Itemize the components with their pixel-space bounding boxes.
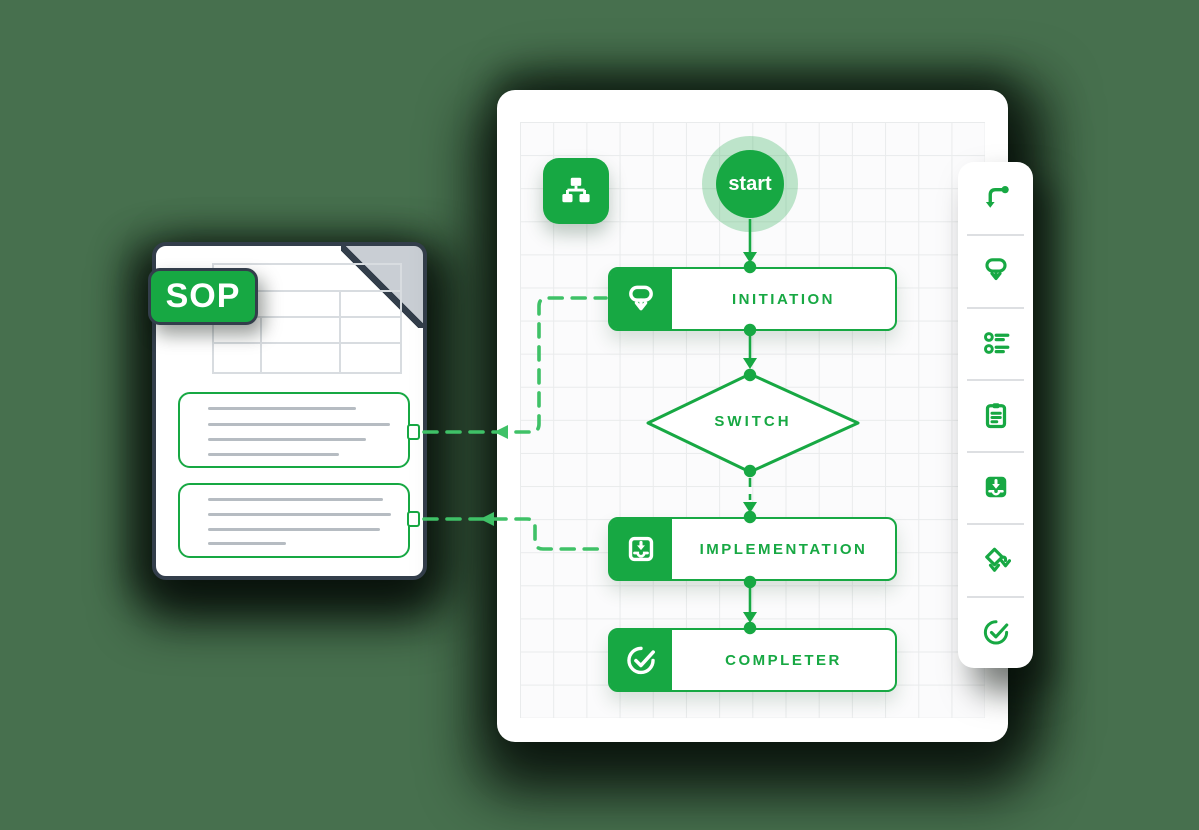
text-line [208,453,339,456]
sitemap-icon [562,177,590,203]
start-node[interactable]: start [716,150,784,218]
excerpt-block-1 [178,392,420,468]
node-initiation[interactable]: INITIATION [608,267,897,331]
box-arrow-down-icon [985,477,1006,498]
pin-down-icon [984,258,1007,281]
pin-down-icon [629,285,653,311]
tool-box-arrow-down[interactable] [958,451,1033,523]
tool-pin-down[interactable] [958,234,1033,306]
flowchart-type-tile[interactable] [543,158,609,224]
tool-flow-branch[interactable] [958,523,1033,595]
text-line [208,423,390,426]
connector-tab [407,511,420,527]
table-line [214,316,400,318]
tool-route-arrow[interactable] [958,162,1033,234]
text-line [208,407,356,410]
clipboard-icon [985,403,1006,429]
table-line [339,290,341,372]
box-arrow-down-icon [628,536,654,562]
connector-tab [407,424,420,440]
text-line [208,438,366,441]
folded-corner [341,242,427,328]
checklist-icon [983,331,1009,354]
text-line [208,528,380,531]
node-label: IMPLEMENTATION [699,540,868,558]
node-label: COMPLETER [725,651,842,669]
tool-checklist[interactable] [958,306,1033,379]
table-line [260,316,262,372]
shape-toolbar [958,162,1033,668]
sop-document-card [152,242,427,580]
node-icon-segment [610,630,672,690]
sop-badge-label: SOP [165,277,241,315]
node-icon-segment [610,269,672,329]
flow-branch-icon [984,547,1011,572]
tool-check-circle[interactable] [958,595,1033,668]
node-completer[interactable]: COMPLETER [608,628,897,692]
excerpt-block-2 [178,483,420,558]
route-arrow-icon [985,186,1009,208]
start-node-label: start [728,172,772,195]
table-line [214,290,400,292]
decision-label: SWITCH [714,413,792,430]
tool-clipboard[interactable] [958,378,1033,451]
text-line [208,513,391,516]
node-implementation[interactable]: IMPLEMENTATION [608,517,897,581]
check-circle-icon [627,646,655,675]
text-line [208,498,383,501]
node-label: INITIATION [731,290,836,308]
table-line [214,342,400,344]
text-line [208,542,286,545]
sop-file-badge: SOP [148,268,258,325]
node-icon-segment [610,519,672,579]
check-circle-icon [983,620,1008,645]
